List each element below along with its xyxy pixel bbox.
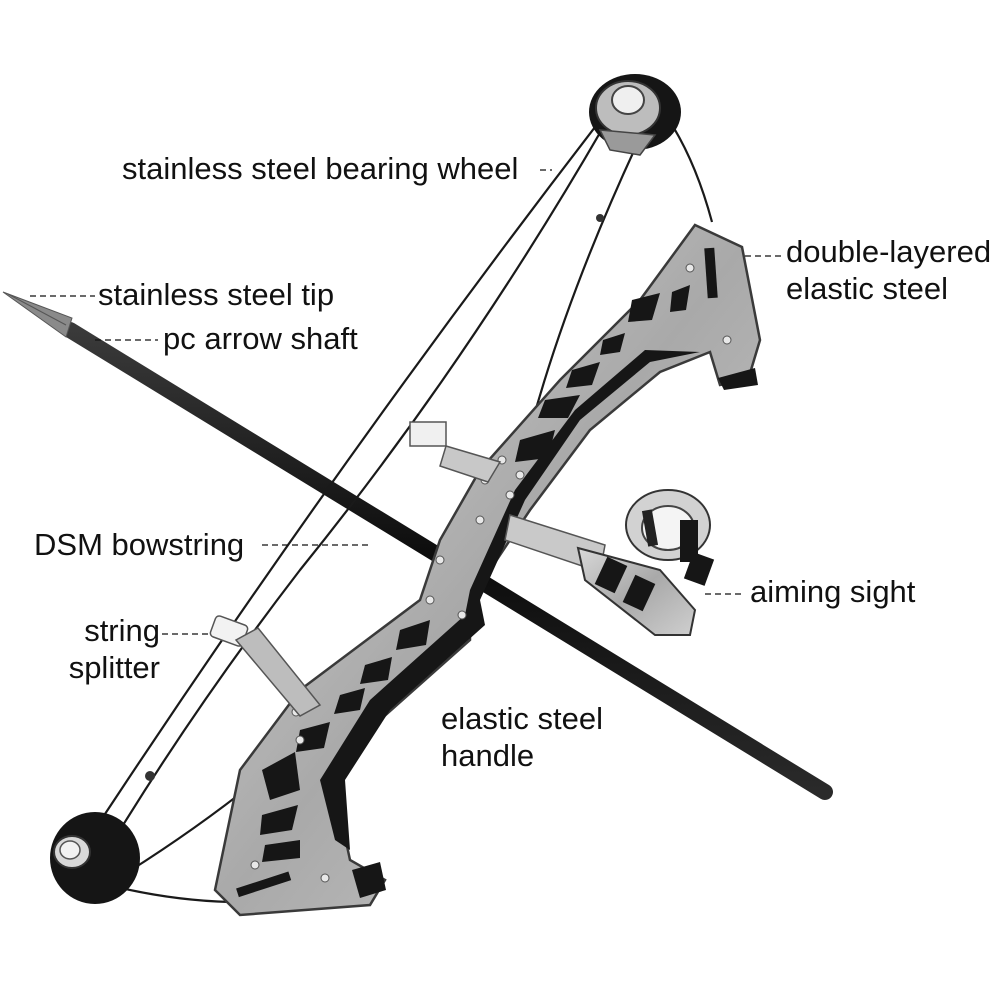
leader-lines — [30, 169, 782, 635]
bowstring — [79, 91, 714, 904]
bottom-bearing-wheel — [50, 812, 140, 904]
label-elastic-steel-handle: elastic steel handle — [441, 701, 603, 773]
string-splitter — [209, 615, 322, 717]
arrow-rest — [409, 421, 502, 483]
label-stainless-steel-bearing-wheel: stainless steel bearing wheel — [122, 151, 519, 186]
label-dsm-bowstring: DSM bowstring — [34, 527, 245, 562]
elastic-steel-handle — [213, 223, 762, 917]
top-bearing-wheel — [589, 74, 681, 156]
arrow-tip — [2, 291, 73, 338]
label-aiming-sight: aiming sight — [750, 574, 916, 609]
label-stainless-steel-tip: stainless steel tip — [98, 277, 335, 312]
label-pc-arrow-shaft: pc arrow shaft — [163, 321, 358, 356]
aiming-sight — [504, 489, 715, 636]
label-string-splitter: string splitter — [68, 613, 160, 685]
label-double-layered-elastic-steel: double-layered elastic steel — [786, 234, 992, 306]
